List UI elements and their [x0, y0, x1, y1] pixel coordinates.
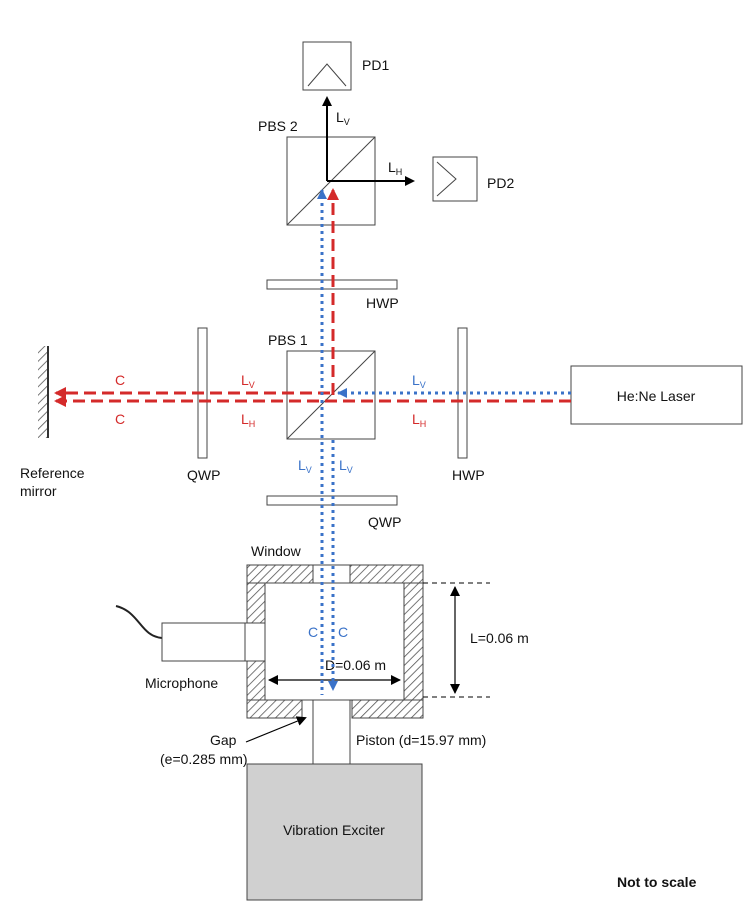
- beam-label-lv-left: LV: [241, 372, 255, 390]
- beam-label-c-lower: C: [115, 411, 125, 427]
- beam-label-c-chamber-right: C: [338, 624, 348, 640]
- qwp-left-label: QWP: [187, 467, 220, 483]
- window-label: Window: [251, 543, 302, 559]
- pbs2-label: PBS 2: [258, 118, 298, 134]
- piston: [312, 699, 351, 765]
- microphone-label: Microphone: [145, 675, 218, 691]
- pd1-label: PD1: [362, 57, 389, 73]
- not-to-scale-note: Not to scale: [617, 874, 697, 890]
- beam-label-lh-right: LH: [412, 411, 426, 429]
- gap-label-line2: (e=0.285 mm): [160, 751, 248, 767]
- gap-label-line1: Gap: [210, 732, 237, 748]
- beam-label-lh-left: LH: [241, 411, 255, 429]
- vibration-exciter: [246, 763, 423, 901]
- photodetector-pd1: [302, 41, 352, 91]
- dimension-length: [423, 582, 490, 698]
- hwp-right-label: HWP: [452, 467, 485, 483]
- qwp-bottom-label: QWP: [368, 514, 401, 530]
- beam-label-lh-pbs2: LH: [388, 159, 402, 177]
- beam-label-c-upper: C: [115, 372, 125, 388]
- piston-label: Piston (d=15.97 mm): [356, 732, 486, 748]
- microphone: [115, 605, 266, 662]
- reference-mirror: [38, 346, 49, 438]
- photodetector-pd2: [432, 156, 478, 202]
- dimension-d-label: D=0.06 m: [325, 657, 386, 673]
- beam-label-lv-down-right: LV: [339, 457, 353, 475]
- reference-mirror-label-line1: Reference: [20, 465, 85, 481]
- beam-label-c-chamber-left: C: [308, 624, 318, 640]
- acoustic-chamber: [246, 564, 424, 719]
- pd2-label: PD2: [487, 175, 514, 191]
- gap-pointer-arrow: [245, 716, 307, 743]
- exciter-label: Vibration Exciter: [283, 822, 385, 838]
- beam-splitter-pbs1: [286, 350, 376, 440]
- dimension-l-label: L=0.06 m: [470, 630, 529, 646]
- beam-label-lv-pbs2: LV: [336, 109, 350, 127]
- laser-box: [570, 365, 743, 425]
- beam-label-lv-down-left: LV: [298, 457, 312, 475]
- reference-mirror-label-line2: mirror: [20, 483, 57, 499]
- pbs1-label: PBS 1: [268, 332, 308, 348]
- hwp-top-label: HWP: [366, 295, 399, 311]
- laser-label: He:Ne Laser: [617, 388, 696, 404]
- beam-label-lv-right: LV: [412, 372, 426, 390]
